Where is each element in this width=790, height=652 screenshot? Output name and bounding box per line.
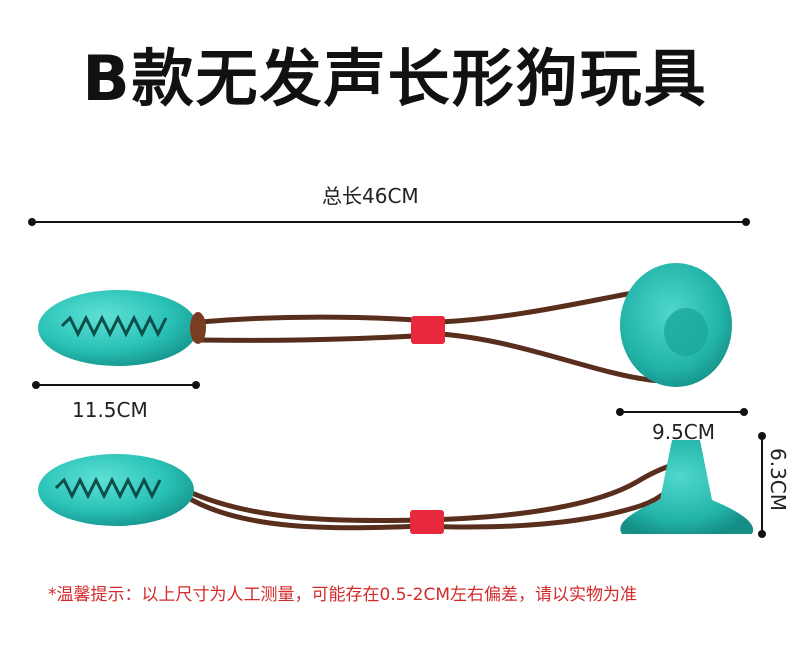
rope-side-lower <box>183 466 692 531</box>
cup-height-dimension-line <box>758 432 766 538</box>
ball-length-dimension-line <box>32 381 200 389</box>
total-length-dimension-line <box>28 218 750 226</box>
rope-side-upper <box>183 457 691 524</box>
rope-clip <box>411 316 445 344</box>
toy-side-view <box>38 440 754 534</box>
ball-zigzag-groove <box>60 314 168 338</box>
rope-clip-side <box>410 510 444 534</box>
ball-chew-icon <box>38 290 198 366</box>
disclaimer-note: *温馨提示：以上尺寸为人工测量，可能存在0.5-2CM左右偏差，请以实物为准 <box>48 585 638 605</box>
total-length-label: 总长46CM <box>322 184 419 208</box>
ball-length-label: 11.5CM <box>72 398 148 422</box>
suction-cup-side-icon <box>620 440 754 534</box>
toy-top-view <box>38 263 732 387</box>
page-title: B款无发声长形狗玩具 <box>82 42 708 115</box>
cup-width-dimension-line <box>616 408 748 416</box>
